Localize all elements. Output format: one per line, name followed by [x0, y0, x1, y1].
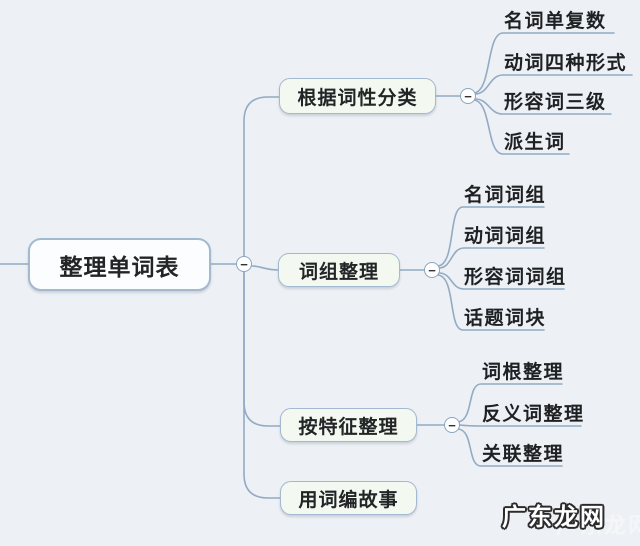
connector-leaf-2-3 [438, 272, 565, 290]
connector-trunk-to-branch4 [243, 271, 282, 499]
watermark-ghost: 广东龙网 [556, 513, 640, 538]
branch-node-label: 词组整理 [298, 261, 379, 283]
minus-icon: − [464, 88, 472, 104]
leaf-node[interactable]: 名词词组 [464, 185, 547, 206]
branch-node-label: 按特征整理 [298, 416, 399, 438]
connector-leaf-1-1 [473, 32, 615, 94]
leaf-node[interactable]: 形容词三级 [504, 92, 607, 113]
connector-trunk-to-branch1 [243, 96, 281, 257]
leaf-node[interactable]: 名词单复数 [504, 11, 607, 32]
leaf-node[interactable]: 派生词 [504, 132, 566, 153]
leaf-node[interactable]: 话题词块 [464, 308, 547, 329]
minus-icon: − [448, 417, 456, 433]
connector-leaf-1-4 [473, 99, 570, 155]
leaf-node[interactable]: 形容词词组 [464, 267, 567, 288]
minus-icon: − [240, 256, 248, 272]
watermark: 广东龙网 [502, 504, 606, 531]
connector-trunk-to-branch3 [243, 271, 282, 427]
minus-icon: − [428, 262, 436, 278]
connector-leaf-1-2 [474, 74, 633, 95]
root-node[interactable]: 整理单词表 [28, 238, 211, 291]
branch-node-by-feature[interactable]: 按特征整理 [280, 408, 417, 442]
leaf-node[interactable]: 反义词整理 [482, 404, 585, 425]
connector-leaf-3-2 [459, 424, 582, 427]
collapse-button-branch-3[interactable]: − [444, 417, 460, 433]
connector-leaf-3-1 [457, 383, 563, 423]
root-node-label: 整理单词表 [59, 253, 180, 280]
branch-node-phrase-organize[interactable]: 词组整理 [278, 253, 400, 287]
connector-leaf-2-2 [438, 247, 545, 269]
collapse-button-branch-1[interactable]: − [460, 88, 476, 104]
connector-leaf-2-4 [437, 274, 545, 331]
branch-node-label: 根据词性分类 [297, 87, 418, 109]
branch-node-label: 用词编故事 [298, 489, 399, 511]
connector-collapse-to-branch2 [251, 265, 279, 271]
connector-leaf-3-3 [457, 428, 563, 467]
branch-node-classify-by-pos[interactable]: 根据词性分类 [279, 78, 436, 114]
connector-leaf-1-3 [474, 98, 612, 115]
leaf-node[interactable]: 词根整理 [482, 362, 565, 383]
leaf-node[interactable]: 动词四种形式 [504, 53, 628, 74]
leaf-node[interactable]: 动词词组 [464, 226, 547, 247]
connector-leaf-2-1 [437, 206, 545, 267]
branch-node-story-with-words[interactable]: 用词编故事 [280, 481, 417, 515]
collapse-button-root[interactable]: − [236, 256, 252, 272]
leaf-node[interactable]: 关联整理 [482, 444, 565, 465]
collapse-button-branch-2[interactable]: − [424, 262, 440, 278]
